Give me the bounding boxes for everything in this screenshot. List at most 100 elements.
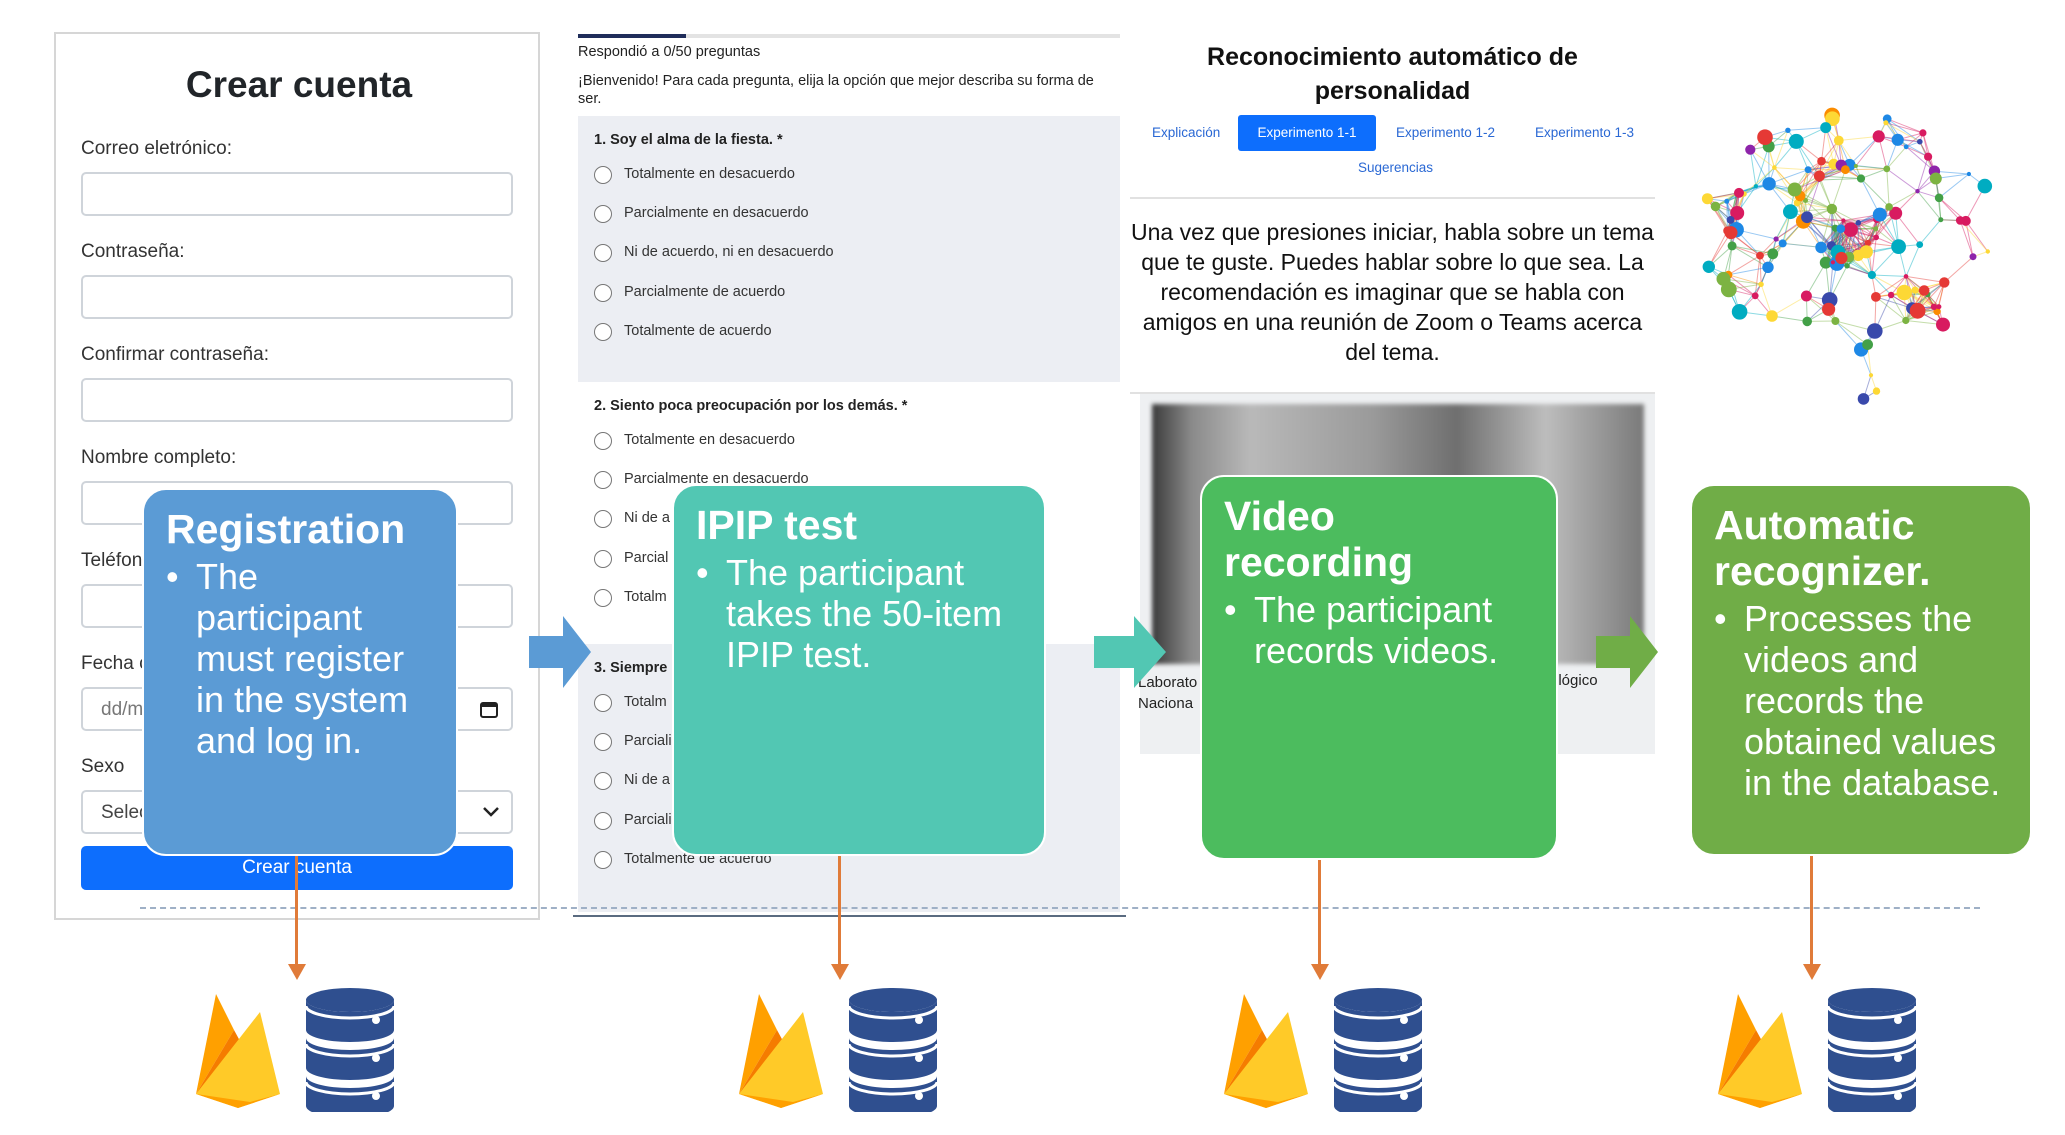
calendar-icon[interactable] <box>479 699 499 719</box>
footer-caption-line: Laborato <box>1138 674 1198 691</box>
option-label: Ni de a <box>624 772 670 788</box>
confirm-password-label: Confirmar contraseña: <box>81 344 269 365</box>
connector-line <box>1318 860 1321 966</box>
question-title: 2. Siento poca preocupación por los demá… <box>594 398 908 414</box>
tab-explicacion[interactable]: Explicación <box>1152 125 1221 140</box>
step-ipip-test: IPIP test • The participant takes the 50-… <box>672 484 1046 856</box>
email-label: Correo eletrónico: <box>81 138 233 159</box>
step-title: Video recording <box>1224 493 1414 585</box>
chevron-down-icon <box>483 807 499 817</box>
step-automatic-recognizer: Automatic recognizer. • Processes the vid… <box>1690 484 2032 856</box>
option-label: Parcialmente de acuerdo <box>624 284 786 300</box>
step-title: Automatic recognizer. <box>1714 502 1931 594</box>
radio-button[interactable] <box>594 733 612 751</box>
step-description-text: The participant records videos. <box>1254 589 1499 671</box>
radio-button[interactable] <box>594 589 612 607</box>
connector-arrowhead <box>1803 964 1821 980</box>
form-title: Crear cuenta <box>185 64 413 105</box>
option-label: Parcial <box>624 550 669 566</box>
radio-button[interactable] <box>594 510 612 528</box>
step-description: • The participant takes the 50-item IPIP … <box>696 552 1022 675</box>
radio-button[interactable] <box>594 471 612 489</box>
full-name-label: Nombre completo: <box>81 447 237 468</box>
bullet-icon: • <box>1714 598 1727 639</box>
radio-button[interactable] <box>594 812 612 830</box>
database-icon <box>847 988 939 1112</box>
radio-button[interactable] <box>594 323 612 341</box>
step-description: • The participant records videos. <box>1224 589 1534 671</box>
database-icon <box>1332 988 1424 1112</box>
radio-button[interactable] <box>594 851 612 869</box>
connector-line <box>838 856 841 966</box>
instructions-text: Una vez que presiones iniciar, habla sob… <box>1131 219 1654 365</box>
step-description: • Processes the videos and records the ob… <box>1714 598 2008 803</box>
progress-bar-fill <box>578 34 687 38</box>
database-icon <box>304 988 396 1112</box>
connector-arrowhead <box>1311 964 1329 980</box>
intro-text: ¡Bienvenido! Para cada pregunta, elija l… <box>578 73 1094 107</box>
firebase-icon <box>739 994 823 1108</box>
divider <box>1130 392 1655 394</box>
separator-line <box>140 907 1980 909</box>
option-label: Totalmente de acuerdo <box>624 323 772 339</box>
password-label: Contraseña: <box>81 241 185 262</box>
divider <box>1130 197 1655 199</box>
option-label: Ni de acuerdo, ni en desacuerdo <box>624 244 834 260</box>
bullet-icon: • <box>1224 589 1237 630</box>
app-title: Reconocimiento automático de personalida… <box>1207 43 1578 105</box>
footer-caption-line: Naciona <box>1138 695 1194 712</box>
radio-button[interactable] <box>594 772 612 790</box>
option-label: Parciali <box>624 733 672 749</box>
step-description-text: Processes the videos and records the obt… <box>1744 598 2001 803</box>
connector-line <box>295 856 298 966</box>
arrow-right-icon <box>529 616 591 688</box>
birthdate-label: Fecha c <box>81 653 149 674</box>
radio-button[interactable] <box>594 244 612 262</box>
birthdate-value: dd/m <box>101 699 144 720</box>
question-title: 3. Siempre <box>594 660 668 676</box>
question-card: 1. Soy el alma de la fiesta. * Totalment… <box>578 116 1120 382</box>
step-title: IPIP test <box>696 502 858 548</box>
tab-experimento-1-3[interactable]: Experimento 1-3 <box>1535 125 1635 140</box>
option-label: Totalmente en desacuerdo <box>624 432 795 448</box>
tab-sugerencias[interactable]: Sugerencias <box>1358 160 1434 175</box>
radio-button[interactable] <box>594 694 612 712</box>
connector-arrowhead <box>831 964 849 980</box>
radio-button[interactable] <box>594 205 612 223</box>
password-field[interactable] <box>81 275 513 319</box>
tab-experimento-1-2[interactable]: Experimento 1-2 <box>1396 125 1496 140</box>
bullet-icon: • <box>166 556 179 597</box>
bullet-icon: • <box>696 552 709 593</box>
tab-experimento-1-1[interactable]: Experimento 1-1 <box>1238 115 1376 151</box>
phone-label: Teléfon <box>81 550 143 571</box>
radio-button[interactable] <box>594 284 612 302</box>
database-icon <box>1826 988 1918 1112</box>
step-title: Registration <box>166 506 406 552</box>
step-description: • The participant must register in the sy… <box>166 556 434 761</box>
radio-button[interactable] <box>594 432 612 450</box>
progress-bar <box>578 34 1120 38</box>
option-label: Parciali <box>624 812 672 828</box>
option-label: Totalm <box>624 694 667 710</box>
step-description-text: The participant takes the 50-item IPIP t… <box>726 552 1003 675</box>
connector-arrowhead <box>288 964 306 980</box>
connector-line <box>1810 856 1813 966</box>
option-label: Totalm <box>624 589 667 605</box>
email-field[interactable] <box>81 172 513 216</box>
firebase-icon <box>1224 994 1308 1108</box>
sex-value: Selec <box>101 802 149 823</box>
option-label: Ni de a <box>624 510 670 526</box>
brain-network-icon <box>1701 107 1993 405</box>
radio-button[interactable] <box>594 550 612 568</box>
radio-button[interactable] <box>594 166 612 184</box>
option-label: Totalmente en desacuerdo <box>624 166 795 182</box>
firebase-icon <box>196 994 280 1108</box>
step-registration: Registration • The participant must regis… <box>142 488 458 856</box>
option-label: Parcialmente en desacuerdo <box>624 205 809 221</box>
confirm-password-field[interactable] <box>81 378 513 422</box>
option-label: Parcialmente en desacuerdo <box>624 471 809 487</box>
arrow-right-icon <box>1596 616 1658 688</box>
step-description-text: The participant must register in the sys… <box>196 556 409 761</box>
footer-caption-right: ológico <box>1550 672 1598 689</box>
